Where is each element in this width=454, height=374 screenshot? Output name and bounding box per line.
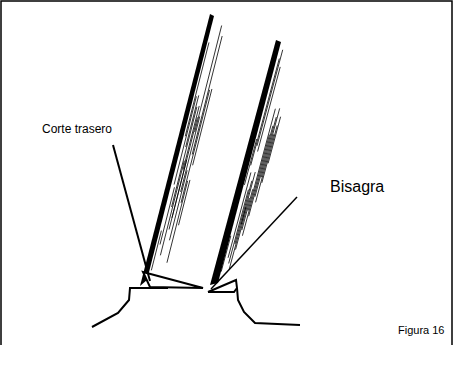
- bark-strand: [174, 96, 196, 184]
- bark-strand: [169, 117, 197, 229]
- bark-strand: [228, 172, 251, 257]
- bark-strand: [255, 117, 276, 197]
- right-stump: [208, 280, 300, 325]
- hinge-line: [211, 197, 297, 289]
- bark-strand: [256, 134, 274, 202]
- left-trunk: [140, 14, 222, 286]
- bark-strand: [172, 107, 197, 207]
- bark-strand: [185, 42, 209, 136]
- frame: [1, 1, 452, 345]
- bark-strand: [151, 231, 161, 271]
- left-stump: [92, 272, 203, 327]
- bark-strand: [244, 139, 256, 185]
- part-label: Bisagra: [330, 178, 384, 196]
- bark-strand: [195, 26, 222, 133]
- bark-strand: [181, 90, 210, 203]
- right-trunk: [210, 40, 283, 285]
- bark-strand: [192, 36, 222, 154]
- figure-number: Figura 16: [398, 324, 444, 336]
- bark-strand: [257, 50, 283, 146]
- bark-strand: [167, 181, 188, 263]
- bark-strand: [181, 116, 200, 192]
- bark-strand: [258, 67, 281, 152]
- bark-strand: [251, 59, 280, 166]
- back-cut-line: [113, 145, 150, 281]
- part-label: Corte trasero: [42, 123, 112, 136]
- bark-strand: [236, 198, 250, 250]
- bark-strand: [242, 135, 269, 236]
